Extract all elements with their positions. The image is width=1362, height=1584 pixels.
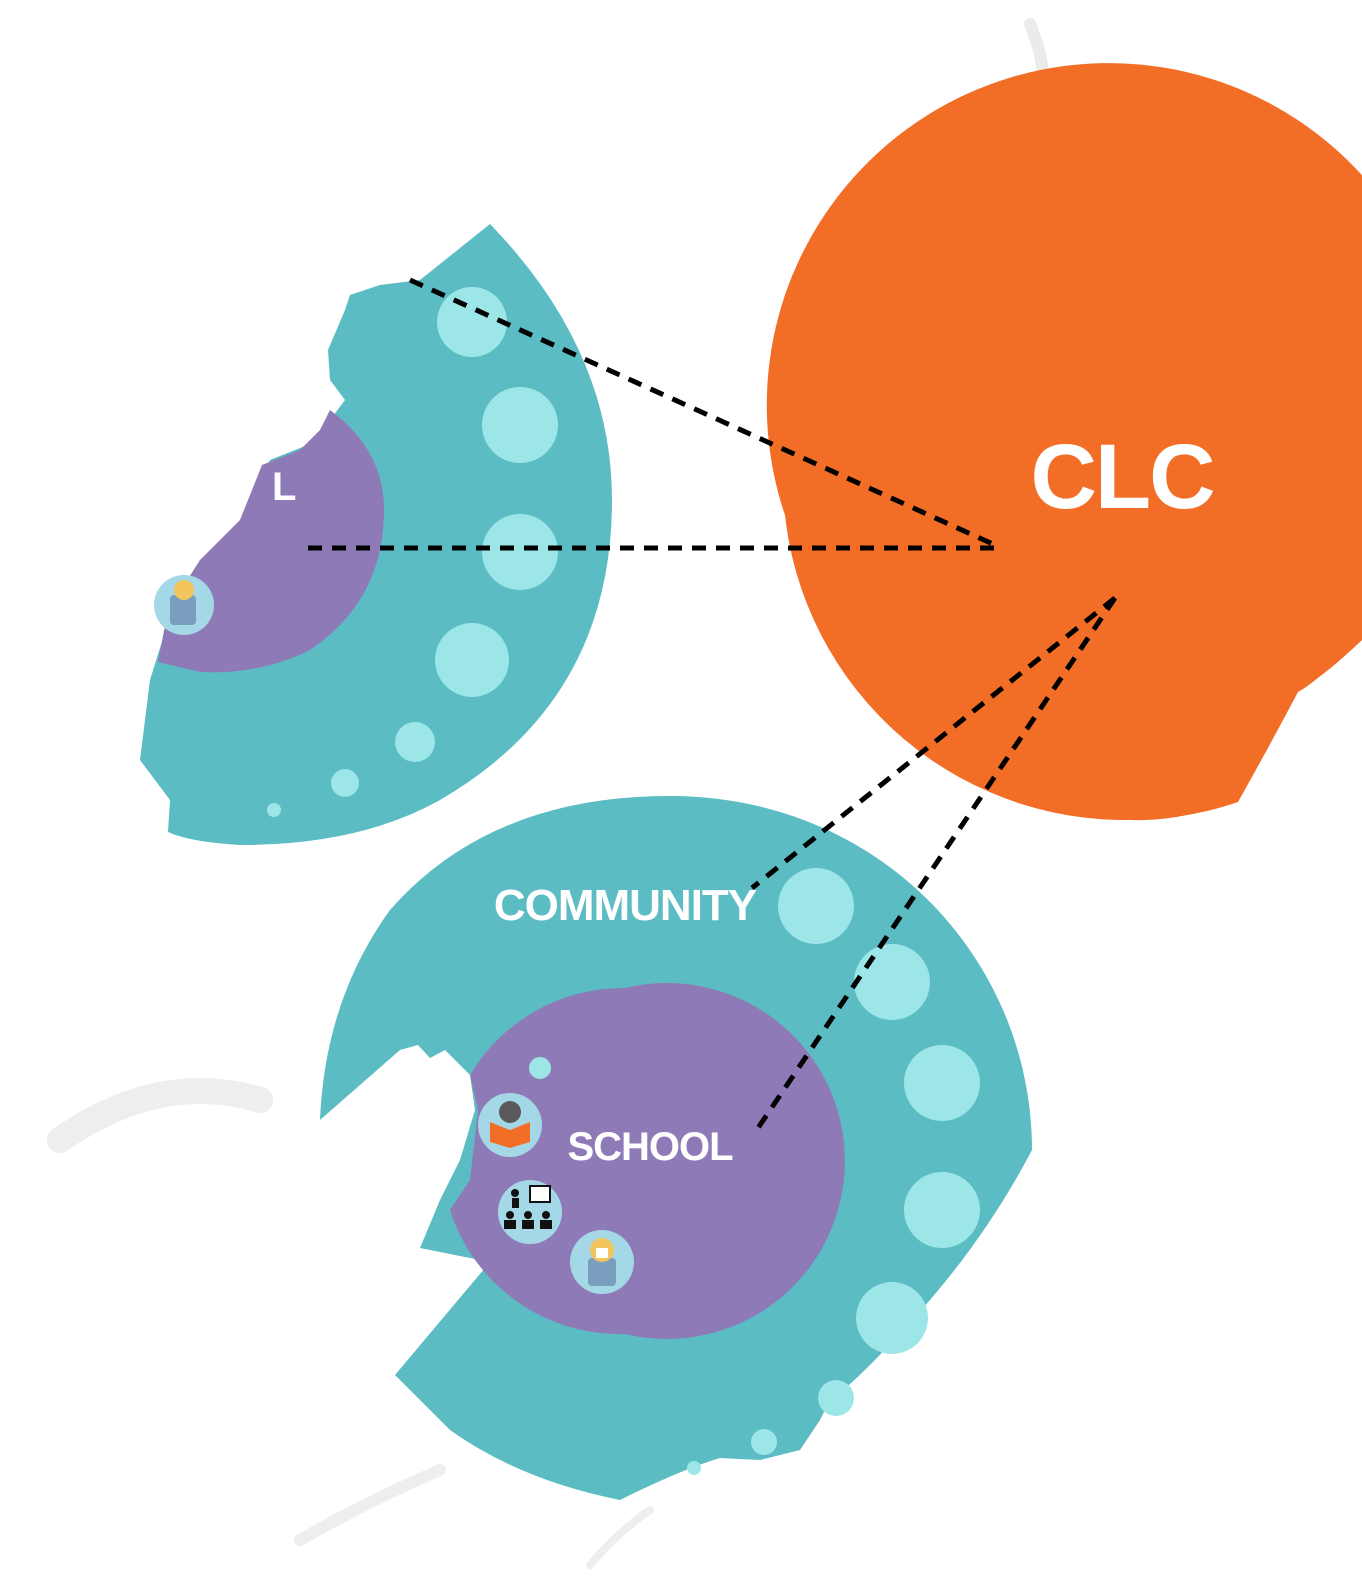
student-with-book-icon [154, 575, 214, 635]
bubble [778, 868, 854, 944]
bubble [482, 514, 558, 590]
bubble [482, 387, 558, 463]
bubble [854, 944, 930, 1020]
connector-line [755, 596, 1118, 1130]
bubble [529, 1057, 551, 1079]
bubble [751, 1429, 777, 1455]
bubble [687, 1461, 701, 1475]
bubble [904, 1172, 980, 1248]
background-arc [294, 1464, 446, 1546]
background-arc [586, 1506, 654, 1569]
cluster-upper-inner-circle [158, 410, 384, 673]
clc-hub: CLC [766, 63, 1362, 821]
bubble [437, 287, 507, 357]
school-label: SCHOOL [567, 1125, 733, 1169]
community-label: COMMUNITY [494, 881, 757, 930]
bubble [395, 722, 435, 762]
bubble [904, 1045, 980, 1121]
cluster-lower: COMMUNITY SCHOOL [320, 796, 1032, 1500]
clc-label: CLC [1030, 426, 1213, 528]
cluster-upper-inner-label: L [272, 465, 296, 509]
student-reading-icon [478, 1093, 542, 1157]
bubble [856, 1282, 928, 1354]
bubble [331, 769, 359, 797]
connectors [308, 277, 1118, 1130]
bubble [267, 803, 281, 817]
background-arc [47, 1078, 273, 1153]
bubble [435, 623, 509, 697]
bubble [818, 1380, 854, 1416]
connector-line [408, 277, 997, 548]
student-with-book-icon [570, 1230, 634, 1294]
teacher-presentation-icon [498, 1180, 562, 1244]
cluster-upper: L [140, 224, 612, 845]
clc-hub-fill [782, 135, 1362, 821]
connector-line [750, 596, 1117, 890]
